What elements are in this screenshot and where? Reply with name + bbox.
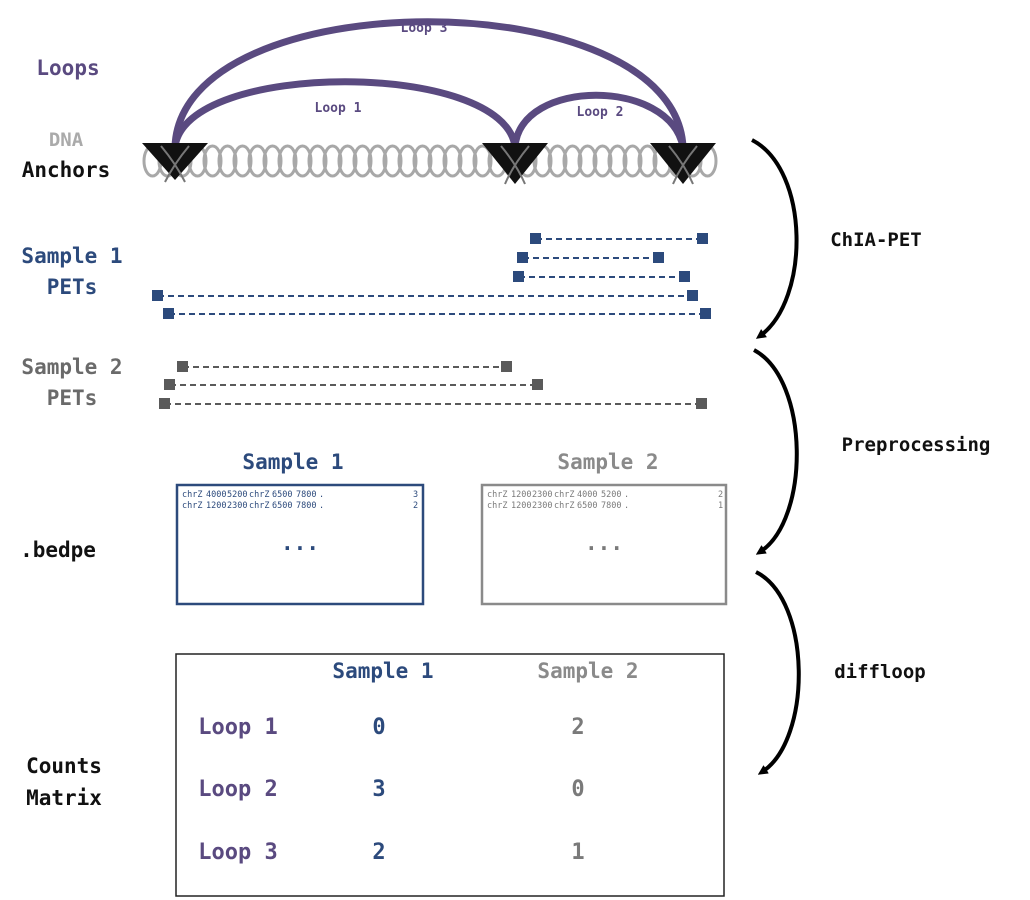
counts-cell: 0 [372, 715, 385, 740]
sample1-pets-label-line2: PETs [47, 275, 98, 299]
counts-matrix-box [175, 653, 725, 897]
loop-arcs [171, 18, 687, 151]
step-arrows [751, 138, 801, 775]
bedpe-sample2-ellipsis: ... [585, 531, 623, 555]
bedpe-cell: . [319, 501, 324, 511]
bedpe-cell: 2 [413, 501, 418, 511]
pet [159, 398, 707, 409]
bedpe-cell: 2300 [532, 501, 552, 511]
bedpe-cell: 3 [413, 490, 418, 500]
step-chiapet-label: ChIA-PET [830, 229, 922, 251]
bedpe-cell: 2300 [227, 501, 247, 511]
bedpe-cell: 5200 [227, 490, 247, 500]
counts-cell: 3 [372, 777, 385, 802]
anchor-1 [142, 143, 208, 183]
bedpe-cell: chrZ [554, 490, 574, 500]
bedpe-cell: 1200 [511, 490, 531, 500]
bedpe-cell: 7800 [296, 501, 316, 511]
counts-header-sample1: Sample 1 [332, 659, 433, 683]
bedpe-cell: chrZ [487, 501, 507, 511]
counts-cell: 2 [571, 715, 584, 740]
bedpe-cell: 6500 [272, 490, 292, 500]
bedpe-cell: 7800 [296, 490, 316, 500]
bedpe-cell: chrZ [249, 490, 269, 500]
anchor-2 [482, 143, 548, 185]
counts-row-label: Loop 1 [198, 715, 277, 740]
diffloop-arrow [755, 570, 801, 775]
bedpe-sample2-title: Sample 2 [557, 450, 658, 474]
bedpe-cell: 5200 [601, 490, 621, 500]
loop-2-arc [511, 91, 687, 151]
step-preprocessing-label: Preprocessing [842, 434, 991, 456]
bedpe-cell: chrZ [487, 490, 507, 500]
bedpe-cell: 2 [718, 490, 723, 500]
loop-1-arc [171, 78, 519, 151]
bedpe-cell: 1200 [511, 501, 531, 511]
bedpe-cell: 6500 [577, 501, 597, 511]
anchors [142, 143, 716, 185]
counts-matrix-label-line2: Matrix [26, 786, 102, 810]
bedpe-cell: . [624, 490, 629, 500]
sample1-pets-label: Sample 1 [21, 244, 122, 268]
sample2-pets-label: Sample 2 [21, 355, 122, 379]
counts-cell: 1 [571, 840, 584, 865]
bedpe-cell: chrZ [249, 501, 269, 511]
counts-cell: 2 [372, 840, 385, 865]
bedpe-cell: 1200 [206, 501, 226, 511]
counts-cell: 0 [571, 777, 584, 802]
pet [530, 233, 708, 244]
bedpe-cell: . [624, 501, 629, 511]
bedpe-cell: 4000 [206, 490, 226, 500]
preprocessing-arrow [753, 348, 799, 555]
counts-row-label: Loop 3 [198, 840, 277, 865]
counts-matrix-label: Counts [26, 754, 102, 778]
chiapet-arrow [751, 138, 799, 339]
bedpe-cell: chrZ [182, 501, 202, 511]
pet [152, 290, 698, 301]
sample2-pets [159, 361, 707, 409]
bedpe-sample1-ellipsis: ... [281, 531, 319, 555]
pet [164, 379, 543, 390]
pet [517, 252, 664, 263]
bedpe-sample1-box [175, 483, 425, 606]
pet [163, 308, 711, 319]
bedpe-cell: chrZ [554, 501, 574, 511]
loop-2-label: Loop 2 [577, 105, 624, 120]
dna-helix [142, 144, 718, 178]
dna-label: DNA [49, 129, 84, 151]
anchor-3 [650, 143, 716, 185]
bedpe-label: .bedpe [20, 538, 96, 562]
bedpe-cell: chrZ [182, 490, 202, 500]
loop-1-label: Loop 1 [315, 101, 362, 116]
loop-3-label: Loop 3 [401, 21, 448, 36]
bedpe-cell: 1 [718, 501, 723, 511]
pet [513, 271, 690, 282]
loop-3-arc [171, 18, 687, 151]
bedpe-sample2-box [480, 483, 728, 606]
counts-row-label: Loop 2 [198, 777, 277, 802]
bedpe-cell: 7800 [601, 501, 621, 511]
counts-header-sample2: Sample 2 [537, 659, 638, 683]
sample2-pets-label-line2: PETs [47, 386, 98, 410]
anchors-label: Anchors [22, 158, 111, 182]
pet [177, 361, 512, 372]
bedpe-cell: 6500 [272, 501, 292, 511]
step-diffloop-label: diffloop [834, 661, 926, 683]
sample1-pets [152, 233, 711, 319]
bedpe-cell: . [319, 490, 324, 500]
bedpe-cell: 4000 [577, 490, 597, 500]
bedpe-sample1-title: Sample 1 [242, 450, 343, 474]
bedpe-cell: 2300 [532, 490, 552, 500]
loops-label: Loops [36, 56, 99, 80]
